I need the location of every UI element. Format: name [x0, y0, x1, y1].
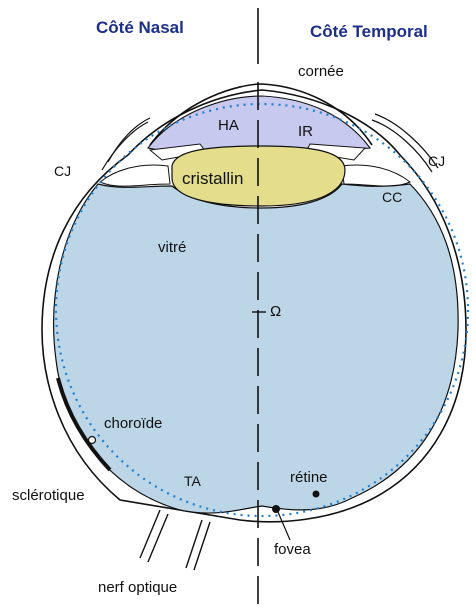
label-retina: rétine	[290, 470, 328, 485]
retina-marker	[313, 491, 320, 498]
fovea-marker	[272, 505, 280, 513]
label-lens: cristallin	[182, 170, 243, 187]
label-vitreous: vitré	[158, 240, 186, 255]
label-sclera: sclérotique	[12, 488, 85, 503]
label-omega: Ω	[270, 304, 281, 319]
label-ir: IR	[298, 124, 313, 139]
optic-nerve	[140, 510, 210, 570]
label-ta: TA	[184, 474, 201, 488]
label-optic-nerve: nerf optique	[98, 580, 177, 595]
label-cj-right: CJ	[428, 154, 445, 168]
label-cj-left: CJ	[54, 164, 71, 178]
label-fovea: fovea	[274, 542, 311, 557]
label-cornea: cornée	[298, 64, 344, 79]
choroid-marker	[89, 437, 96, 444]
header-temporal: Côté Temporal	[310, 22, 428, 42]
label-choroid: choroïde	[104, 416, 162, 431]
header-nasal: Côté Nasal	[96, 18, 184, 38]
label-cc: CC	[382, 190, 402, 204]
label-ha: HA	[218, 118, 239, 133]
vitreous-body	[54, 184, 458, 513]
